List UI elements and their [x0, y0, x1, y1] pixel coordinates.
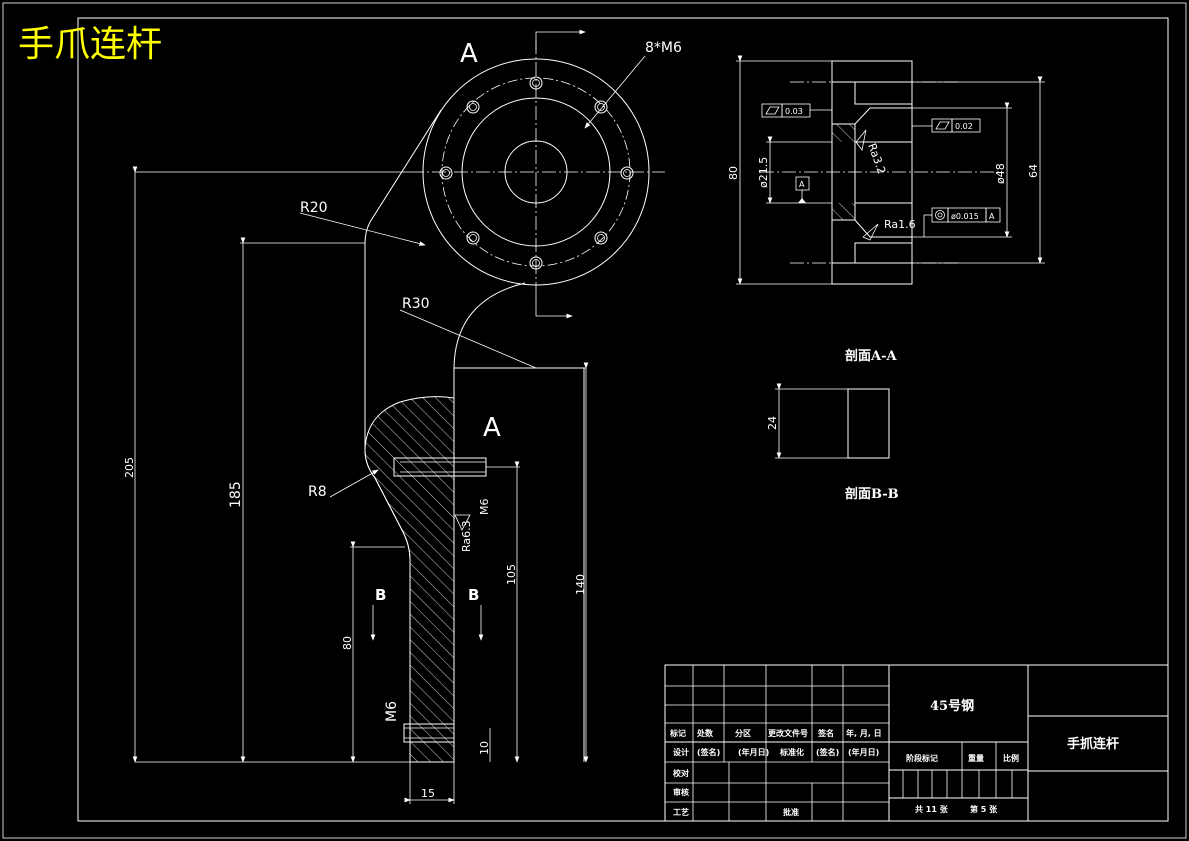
section-mark-a-side: A: [483, 413, 501, 443]
leader-r20: [299, 212, 426, 246]
section-bb: 24 剖面B-B: [766, 383, 899, 502]
tb-d-3: 标准化: [779, 747, 804, 757]
leader-r30: [399, 309, 537, 369]
section-mark-a-top: A: [460, 39, 478, 69]
dim-m6-bottom: M6: [384, 701, 400, 722]
bolt-holes: [439, 76, 634, 270]
tb-h-3: 更改文件号: [768, 728, 808, 738]
tb-d-4: (签名): [816, 747, 839, 757]
bb-dim-24: 24: [766, 416, 779, 430]
section-aa: 80 ø21.5 ø48 64 0.03 0.02 ø0.015 A A: [727, 55, 1045, 364]
label-r30: R30: [402, 296, 430, 312]
leader-r8: [329, 469, 379, 498]
dim-80: 80: [341, 636, 354, 650]
dim-10: 10: [478, 741, 491, 755]
tb-review: 审核: [673, 787, 689, 797]
r30-fillet: [453, 282, 526, 369]
tb-d-1: (签名): [697, 747, 720, 757]
aa-dim-80: 80: [727, 166, 740, 180]
tapped-hole-lower: [403, 723, 455, 743]
tb-d-5: (年月日): [848, 747, 879, 757]
tb-material: 45号钢: [930, 698, 974, 714]
tb-process: 工艺: [673, 807, 689, 817]
aa-flatness-2: 0.02: [955, 122, 973, 131]
inner-border: [77, 17, 1169, 822]
dim-205: 205: [123, 457, 136, 478]
aa-datum-ref: A: [989, 212, 995, 221]
label-r20: R20: [300, 200, 328, 216]
section-mark-b-right: B: [468, 586, 479, 604]
label-8m6: 8*M6: [645, 40, 682, 56]
leader-8m6: [584, 55, 646, 129]
aa-flatness-1: 0.03: [785, 107, 803, 116]
tb-total: 共 11 张: [915, 804, 949, 814]
tb-h-5: 年, 月, 日: [846, 728, 882, 738]
tb-weight: 重量: [968, 753, 984, 763]
tb-approve: 批准: [783, 807, 799, 817]
aa-dim-48: ø48: [994, 163, 1007, 184]
aa-datum: A: [799, 180, 805, 189]
aa-dim-64: 64: [1027, 164, 1040, 178]
aa-label: 剖面A-A: [845, 348, 897, 364]
tb-h-4: 签名: [817, 728, 834, 738]
aa-concentric: ø0.015: [951, 212, 979, 221]
hatched-section: [364, 396, 455, 763]
title-block: 标记 处数 分区 更改文件号 签名 年, 月, 日 设计 (签名) (年月日) …: [664, 664, 1169, 822]
tb-d-0: 设计: [673, 747, 689, 757]
drawing-title: 手爪连杆: [18, 24, 162, 65]
tb-scale: 比例: [1003, 753, 1019, 763]
main-view: 205 185 80 105 140 10 15 M6 M6 R20 R30 R…: [123, 29, 682, 804]
tb-check: 校对: [673, 768, 689, 778]
dim-185: 185: [228, 481, 244, 508]
label-r8: R8: [308, 484, 327, 500]
tb-h-2: 分区: [735, 728, 751, 738]
tb-sheet: 第 5 张: [970, 804, 998, 814]
tb-d-2: (年月日): [738, 747, 769, 757]
tb-h-0: 标记: [669, 728, 686, 738]
tb-part-name: 手抓连杆: [1067, 736, 1119, 752]
section-mark-b-left: B: [375, 586, 386, 604]
dim-140: 140: [574, 574, 587, 595]
aa-ra-2: Ra1.6: [884, 218, 916, 231]
dim-15: 15: [421, 787, 435, 800]
dim-105: 105: [505, 564, 518, 585]
dim-m6-top: M6: [478, 499, 491, 516]
tb-stage: 阶段标记: [906, 753, 938, 763]
ra-side: Ra6.3: [460, 520, 473, 552]
tb-h-1: 处数: [696, 728, 714, 738]
bb-label: 剖面B-B: [845, 486, 899, 502]
aa-dim-21-5: ø21.5: [757, 157, 770, 188]
aa-ra-1: Ra3.2: [865, 142, 888, 176]
